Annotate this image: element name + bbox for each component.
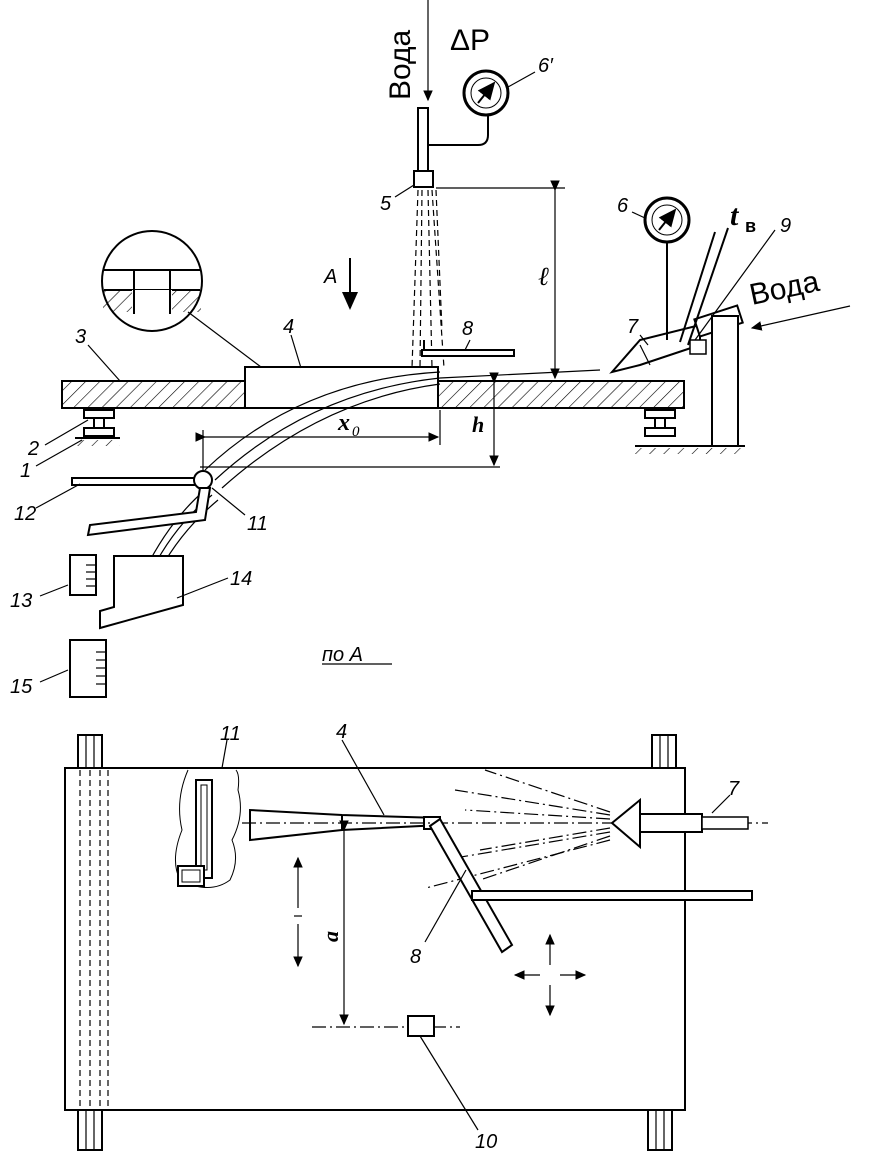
plan-callout-11: 11: [220, 723, 241, 745]
thermometer: [687, 227, 729, 346]
plan-callout-4: 4: [336, 721, 347, 743]
plan-holder-11: [177, 779, 213, 887]
spray-jet: [411, 189, 445, 369]
callout-5: 5: [380, 193, 392, 215]
view-a-title: по А: [322, 644, 363, 666]
plan-leg-bl: [77, 1109, 103, 1151]
callout-14: 14: [230, 568, 252, 590]
pressure-gauge-6p: [462, 69, 510, 117]
plate-8: [421, 340, 515, 357]
plan-callout-8: 8: [410, 946, 421, 968]
plan-plate-8: [428, 817, 514, 954]
callout-1: 1: [20, 460, 31, 482]
callout-2: 2: [27, 438, 39, 460]
cross-move-arrows: [513, 933, 587, 1017]
callout-13: 13: [10, 590, 32, 612]
pressure-gauge-6: [643, 196, 691, 340]
plan-leg-tr: [651, 734, 677, 770]
dim-l-label: ℓ: [538, 262, 549, 291]
collector-14: [99, 555, 184, 630]
side-view: Вода ΔP 6′ 5 ℓ A: [10, 0, 851, 698]
collector-tray: [86, 487, 212, 537]
cylinder-15: [69, 639, 107, 698]
callout-12: 12: [14, 503, 36, 525]
plan-view: 11 4 7: [64, 721, 768, 1151]
water-top-label: Вода: [384, 29, 417, 100]
plan-callout-7: 7: [728, 778, 740, 800]
dim-a-label: a: [318, 931, 343, 942]
t-b-sub: в: [745, 216, 756, 236]
vertical-move-arrow: [293, 856, 303, 968]
callout-6p: 6′: [538, 55, 554, 77]
channel-block-4: [244, 366, 439, 409]
callout-9: 9: [780, 215, 791, 237]
guide-rail-12: [71, 477, 198, 486]
water-right-label: Вода: [747, 265, 823, 312]
plan-callout-10: 10: [475, 1131, 497, 1151]
dim-h-label: h: [472, 412, 484, 437]
dim-x0-sub: 0: [352, 424, 360, 440]
plan-leg-tl: [77, 734, 103, 770]
view-a-marker: A: [323, 266, 337, 288]
callout-6: 6: [617, 195, 629, 217]
supply-pipe: [417, 107, 429, 173]
beaker-13: [69, 554, 97, 596]
dim-x0-label: x: [337, 410, 350, 436]
callout-8: 8: [462, 318, 473, 340]
callout-4: 4: [283, 316, 294, 338]
support-post: [711, 315, 739, 447]
gauge-line-6p: [428, 115, 489, 146]
holder-11: [193, 470, 213, 490]
plan-rail: [471, 890, 753, 901]
support-right: [635, 409, 745, 454]
callout-15: 15: [10, 676, 33, 698]
callout-3: 3: [75, 326, 86, 348]
plan-leg-br: [647, 1109, 673, 1151]
t-b-label: t: [730, 199, 740, 232]
callout-7: 7: [627, 316, 639, 338]
plan-spray: [425, 769, 611, 889]
delta-p-label: ΔP: [450, 24, 490, 57]
callout-11: 11: [247, 513, 268, 535]
plan-nozzle-7: [610, 797, 749, 850]
sensor-10: [407, 1015, 435, 1037]
support-left: [75, 409, 120, 446]
water-right-arrow: [750, 305, 851, 331]
sprayer-5: [413, 170, 434, 188]
detail-circle: [101, 230, 266, 371]
